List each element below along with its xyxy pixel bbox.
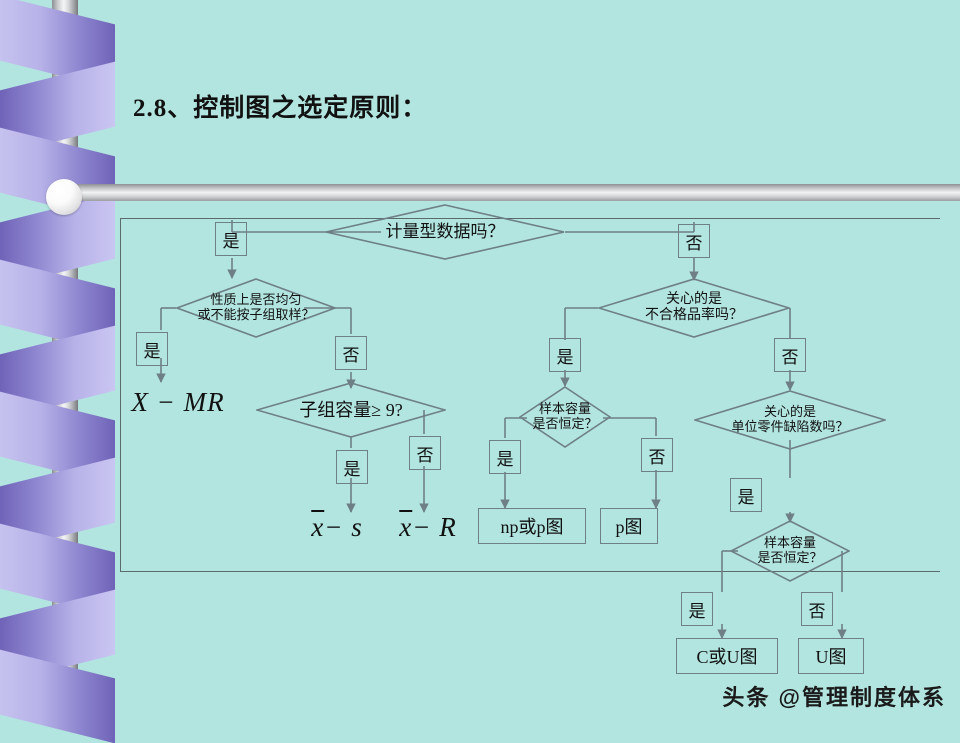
edge-label-no-homogeneous: 否 (335, 336, 367, 370)
edge-label-text: 是 (143, 341, 161, 361)
edge-label-yes-sample-constant-1: 是 (489, 440, 521, 474)
diamond-shape (730, 520, 850, 582)
edge-label-text: 否 (416, 445, 434, 465)
edge-label-yes-subgroup-size: 是 (336, 450, 368, 484)
diamond-shape (598, 278, 790, 338)
edge-label-text: 是 (343, 459, 361, 479)
node-label: 样本容量 是否恒定？ (757, 535, 823, 565)
edge-label-yes-defects-per-unit: 是 (730, 478, 762, 512)
edge-label-no-subgroup-size: 否 (409, 436, 441, 470)
xbar-symbol: x (399, 511, 413, 542)
edge-label-yes-sample-constant-2: 是 (681, 592, 713, 626)
edge-label-text: 否 (685, 233, 703, 253)
result-label: p图 (615, 517, 643, 537)
result-label: U图 (815, 647, 847, 667)
node-label: 性质上是否均匀 或不能按子组取样？ (197, 292, 315, 322)
result-c-or-u-chart[interactable]: C或U图 (676, 638, 778, 674)
edge-label-text: 否 (781, 347, 799, 367)
edge-label-text: 是 (222, 231, 240, 251)
edge-label-text: 是 (688, 601, 706, 621)
decision-care-about-defective-rate[interactable]: 关心的是 不合格品率吗？ (598, 278, 790, 338)
diamond-shape (694, 390, 886, 450)
edge-label-text: 是 (556, 347, 574, 367)
edge-label-text: 否 (808, 601, 826, 621)
result-p-chart[interactable]: p图 (600, 508, 658, 544)
node-label: 关心的是 不合格品率吗？ (645, 292, 743, 323)
edge-label-text: 是 (496, 449, 514, 469)
edge-label-yes-measurement: 是 (215, 222, 247, 256)
result-xbar-s-chart: x − s (292, 508, 382, 546)
decision-sample-size-constant-1[interactable]: 样本容量 是否恒定？ (519, 386, 611, 448)
diamond-shape (519, 386, 611, 448)
horizontal-divider-bar (62, 184, 960, 201)
watermark: 头条 @管理制度体系 (722, 685, 946, 710)
edge-label-text: 是 (737, 487, 755, 507)
node-label: 子组容量≥ 9? (299, 399, 403, 420)
decorative-sphere (46, 179, 82, 215)
diamond-shape (176, 278, 336, 338)
node-label: 关心的是 单位零件缺陷数吗？ (731, 404, 849, 434)
xbar-symbol: x (311, 511, 325, 542)
decision-homogeneous-or-unsubgroupable[interactable]: 性质上是否均匀 或不能按子组取样？ (176, 278, 336, 338)
result-u-chart[interactable]: U图 (798, 638, 864, 674)
decision-measurement-data[interactable]: 计量型数据吗？ (325, 204, 565, 260)
result-label: − R (412, 511, 457, 542)
result-x-mr-chart: X − MR (118, 383, 238, 421)
diamond-shape (256, 382, 446, 438)
edge-label-no-sample-constant-2: 否 (801, 592, 833, 626)
result-label: C或U图 (696, 647, 758, 667)
result-label: X − MR (131, 386, 225, 417)
edge-label-no-sample-constant-1: 否 (641, 438, 673, 472)
edge-label-no-measurement: 否 (678, 224, 710, 258)
flowchart: 计量型数据吗？ 性质上是否均匀 或不能按子组取样？ 子组容量≥ 9? 关心的是 … (118, 204, 886, 674)
edge-label-text: 否 (342, 345, 360, 365)
spiral-decoration (0, 0, 130, 743)
flowchart-connectors (156, 220, 847, 639)
diamond-shape (325, 204, 565, 260)
edge-label-yes-defective-rate: 是 (549, 338, 581, 372)
flowchart-frame (120, 218, 940, 572)
decision-care-about-defects-per-unit[interactable]: 关心的是 单位零件缺陷数吗？ (694, 390, 886, 450)
edge-label-yes-homogeneous: 是 (136, 332, 168, 366)
edge-label-text: 否 (648, 447, 666, 467)
decision-sample-size-constant-2[interactable]: 样本容量 是否恒定？ (730, 520, 850, 582)
result-xbar-r-chart: x − R (383, 508, 473, 546)
result-np-or-p-chart[interactable]: np或p图 (478, 508, 586, 544)
node-label: 样本容量 是否恒定？ (532, 401, 598, 431)
result-label: np或p图 (500, 517, 564, 537)
decision-subgroup-size-ge-9[interactable]: 子组容量≥ 9? (256, 382, 446, 438)
edge-label-no-defective-rate: 否 (774, 338, 806, 372)
page-title: 2.8、控制图之选定原则： (133, 95, 428, 122)
node-label: 计量型数据吗？ (385, 222, 505, 242)
result-label: − s (324, 511, 363, 542)
